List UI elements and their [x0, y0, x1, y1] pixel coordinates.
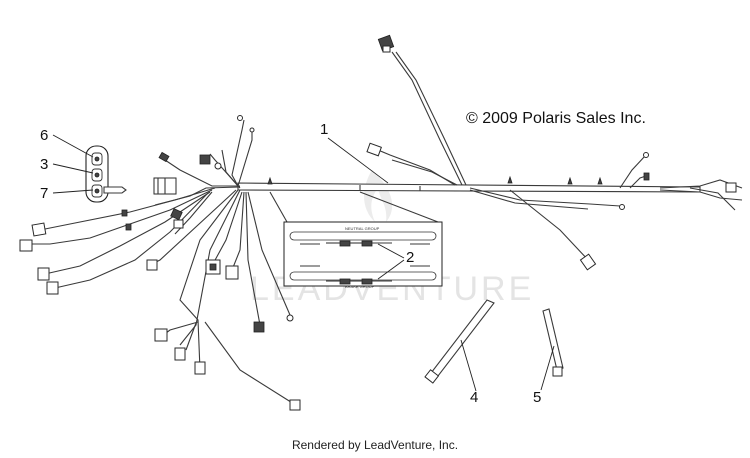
right-end-branches[interactable]	[619, 152, 743, 211]
callout-2: 2	[406, 249, 414, 266]
callout-5: 5	[533, 389, 541, 406]
trunk-clips	[267, 175, 603, 185]
cable-tie-long[interactable]	[424, 299, 495, 384]
callout-3: 3	[40, 156, 48, 173]
copyright-notice: © 2009 Polaris Sales Inc.	[466, 110, 646, 127]
inset-label-bottom: BRAKE GROUP	[345, 284, 375, 289]
callout-leaders	[52, 134, 555, 392]
middle-upper-branches[interactable]	[366, 142, 625, 271]
left-side-connectors[interactable]	[19, 115, 301, 411]
callout-7: 7	[40, 185, 48, 202]
left-hub-branches[interactable]	[30, 119, 295, 405]
cable-tie-short[interactable]	[542, 308, 564, 377]
top-connector-branch[interactable]	[377, 34, 467, 186]
inset-label-top: NEUTRAL GROUP	[345, 226, 380, 231]
watermark-logo	[364, 170, 393, 222]
inset-connector-top[interactable]	[326, 240, 392, 247]
inset-connector-bottom[interactable]	[326, 278, 392, 285]
footer-credit: Rendered by LeadVenture, Inc.	[291, 438, 459, 452]
callout-4: 4	[470, 389, 478, 406]
callout-1: 1	[320, 121, 328, 138]
callout-6: 6	[40, 127, 48, 144]
relay-block[interactable]	[85, 145, 127, 203]
inset-detail-box: NEUTRAL GROUP BRAKE GROUP	[269, 191, 443, 289]
